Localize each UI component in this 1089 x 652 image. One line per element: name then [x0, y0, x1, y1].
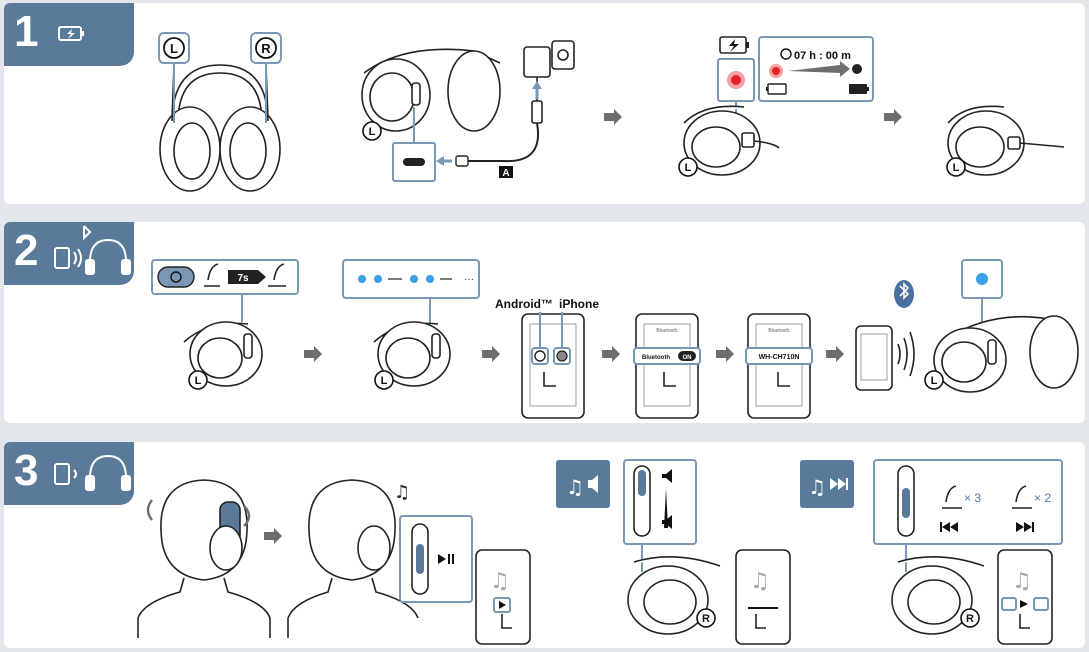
charge-time-box: [758, 36, 874, 102]
charging-left-marker: L: [685, 162, 692, 174]
headphones-front-view: [159, 64, 281, 192]
music-notes-icon: ♫: [394, 482, 410, 503]
volume-rocker-closeup: [623, 459, 697, 545]
led-closeup: [717, 58, 755, 102]
next-arrow-icon: [602, 346, 620, 362]
android-settings-icon: [534, 350, 546, 362]
device-name: WH-CH710N: [759, 354, 800, 361]
next-arrow-icon: [304, 346, 322, 362]
phone-bluetooth-toggle-screen: [633, 313, 701, 419]
wireless-signal-icon: [897, 331, 915, 377]
next-arrow-icon: [482, 346, 500, 362]
step-1-charging-panel: 1 L: [4, 3, 1085, 204]
next-arrow-icon: [264, 528, 282, 544]
phone-skip: ♫: [997, 549, 1053, 645]
charge-time-text: 07 h : 00 m: [794, 50, 851, 62]
power-adapter-icon: [523, 40, 575, 124]
next-arrow-icon: [604, 109, 622, 125]
step-3-illustrations: ♫ ♫ ♫: [54, 454, 1063, 645]
headphones-paired: [933, 315, 1079, 393]
done-left-marker: L: [953, 162, 960, 174]
headphones-volume-side: [627, 556, 721, 635]
svg-text:♫: ♫: [566, 475, 584, 499]
bluetooth-screen-title: Bluetooth: [656, 328, 677, 334]
adjust-arrow-icon: [243, 505, 251, 527]
paired-left-marker: L: [931, 375, 938, 387]
device-list-title: Bluetooth: [768, 328, 789, 334]
svg-text:♫: ♫: [750, 569, 770, 594]
usb-c-port-closeup: [392, 142, 436, 182]
led-solid-blue-box: [961, 259, 1003, 299]
volume-right-marker: R: [702, 613, 710, 625]
headphones-side-view: [361, 48, 501, 132]
play-pause-closeup: [399, 515, 473, 603]
led-blink-box: ···: [342, 259, 480, 299]
phone-volume: ♫: [735, 549, 791, 645]
music-playback-icon: [54, 454, 131, 491]
skip-controls-closeup: [873, 459, 1063, 545]
left-marker: [158, 32, 190, 64]
svg-text:···: ···: [464, 274, 474, 285]
battery-charging-icon: [58, 26, 84, 41]
double-tap-label: × 2: [1034, 491, 1051, 505]
person-listening: [287, 479, 419, 638]
step-number: 3: [14, 446, 39, 495]
step-2-illustrations: 7s L ···: [54, 225, 1079, 419]
next-arrow-icon: [884, 109, 902, 125]
headphones-power-side: [183, 321, 263, 387]
hold-time-label: 7s: [237, 273, 249, 284]
bluetooth-toggle-label: Bluetooth: [642, 355, 670, 361]
step-number: 2: [14, 226, 39, 275]
ios-settings-icon: [556, 350, 568, 362]
step-1-illustrations: L R L: [58, 26, 1065, 192]
step-number: 1: [14, 7, 39, 56]
iphone-label: iPhone: [559, 297, 599, 311]
led-left-marker: L: [381, 375, 388, 387]
cable-marker: A: [502, 168, 509, 179]
track-skip-tile: ♫: [800, 460, 854, 508]
side-left-marker: L: [369, 126, 376, 138]
next-arrow-icon: [826, 346, 844, 362]
skip-right-marker: R: [966, 613, 974, 625]
headphones-led-side: [373, 321, 451, 387]
svg-text:♫: ♫: [1012, 569, 1032, 594]
step-3-playback-panel: 3: [4, 442, 1085, 648]
headphones-skip-side: [891, 556, 985, 635]
headphones-charge-done: [947, 105, 1065, 176]
volume-control-tile: ♫: [556, 460, 610, 508]
svg-text:♫: ♫: [808, 475, 826, 499]
battery-low-icon: [719, 36, 749, 54]
bluetooth-pairing-icon: [54, 225, 131, 275]
triple-tap-label: × 3: [964, 491, 981, 505]
headphones-charging-side: [683, 105, 780, 176]
phone-paired: [855, 325, 893, 391]
bluetooth-icon: [894, 280, 914, 308]
adjust-arrow-icon: [146, 499, 153, 521]
android-label: Android™: [495, 297, 553, 311]
phone-playing: ♫: [475, 549, 531, 645]
phone-device-list-screen: [745, 313, 813, 419]
left-marker-text: L: [170, 41, 178, 56]
step-1-tab: 1: [4, 3, 134, 66]
power-hold-box: [151, 259, 299, 295]
person-wearing-headphones: [137, 479, 271, 638]
bluetooth-toggle-state: ON: [683, 355, 692, 361]
power-left-marker: L: [195, 375, 202, 387]
right-marker-text: R: [261, 41, 271, 56]
svg-text:♫: ♫: [490, 569, 510, 594]
next-arrow-icon: [716, 346, 734, 362]
phone-settings-screen: [521, 313, 585, 419]
step-2-pairing-panel: 2 7s: [4, 222, 1085, 423]
